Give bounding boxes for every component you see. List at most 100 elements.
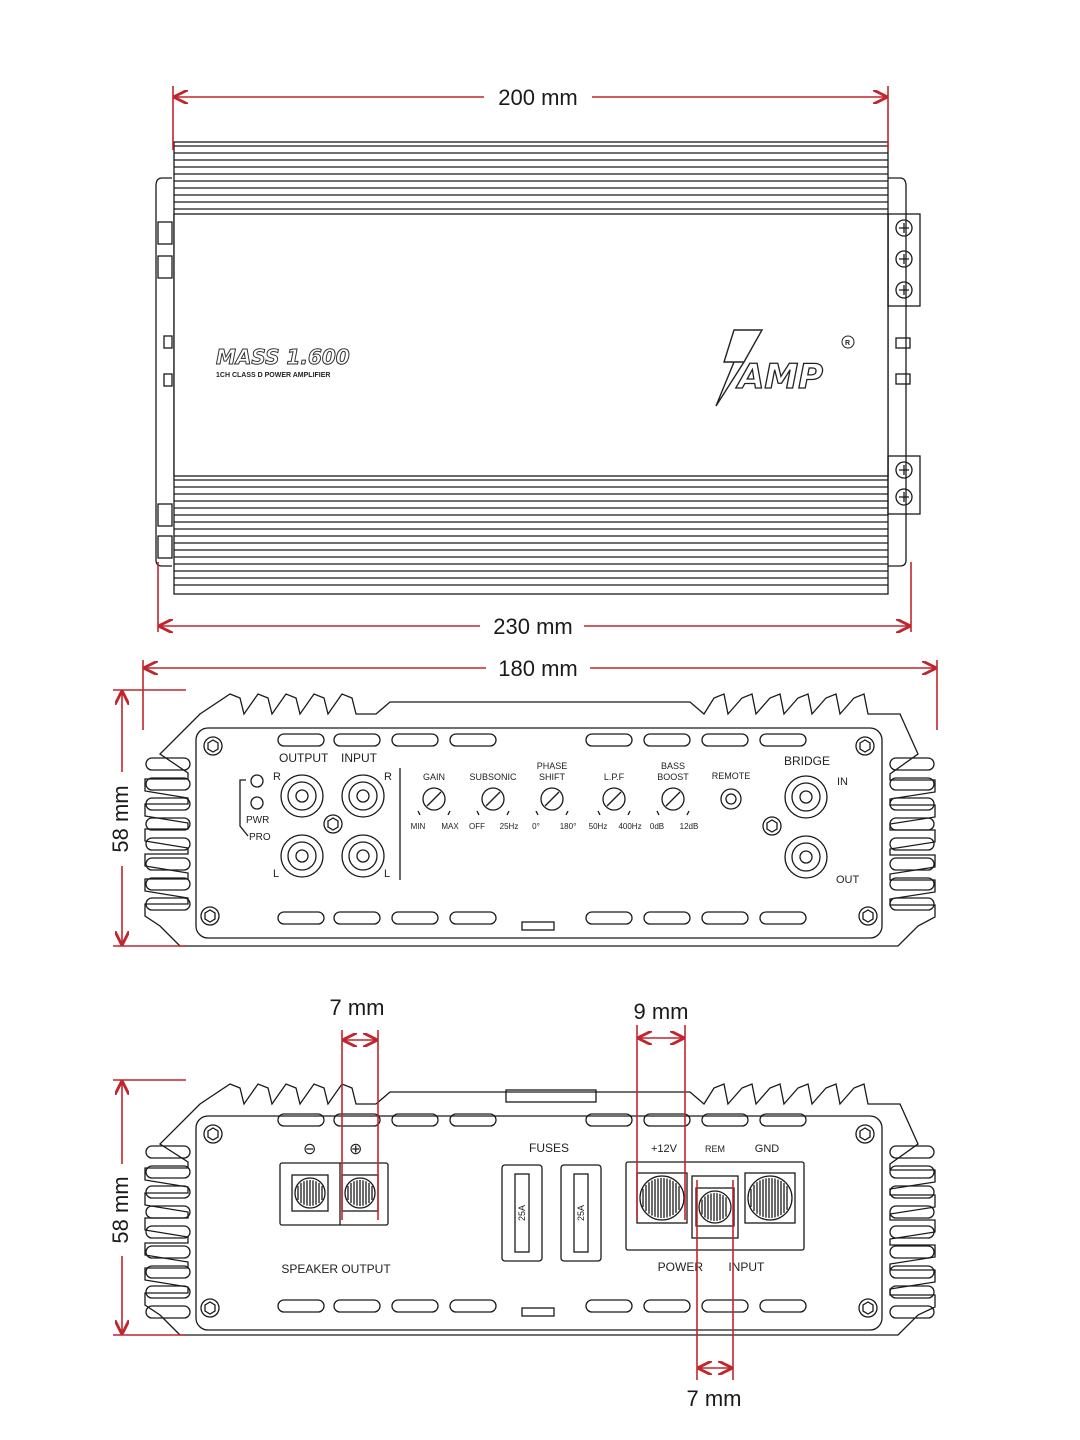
rca-jack-icon	[784, 835, 828, 879]
vent-slot	[333, 911, 381, 925]
knob-label: GAIN	[423, 772, 445, 782]
knob-tick	[627, 810, 631, 816]
dim-front-height: 58 mm	[108, 689, 186, 947]
fuse-rating-1: 25A	[517, 1205, 527, 1221]
remote-label: REMOTE	[712, 771, 751, 781]
vent-slot	[391, 1299, 439, 1313]
power-input-label: POWER INPUT	[658, 1260, 765, 1274]
vent-slot	[449, 1113, 497, 1127]
bridge-label: BRIDGE	[784, 754, 830, 768]
side-fin	[889, 1185, 935, 1199]
rca-jack-pin	[356, 789, 370, 803]
dim-power-terminal-label: 9 mm	[634, 999, 689, 1024]
dim-top-width: 200 mm	[172, 85, 889, 150]
dim-panel-width-label: 180 mm	[498, 656, 577, 681]
knob-pointer	[485, 791, 501, 807]
dim-front-height-label: 58 mm	[108, 785, 133, 852]
plus12v-terminal-icon	[639, 1175, 685, 1221]
pwr-label: PWR	[246, 815, 269, 826]
side-fin	[145, 1205, 191, 1219]
r-label-output: R	[273, 771, 281, 783]
hex-nut-icon	[323, 814, 343, 834]
side-fin	[145, 777, 191, 791]
screw-icon	[895, 488, 913, 506]
vent-slot	[701, 911, 749, 925]
knob-tick	[476, 810, 480, 816]
vent-slot	[585, 1299, 633, 1313]
side-fin	[889, 1205, 935, 1219]
fuses-label: FUSES	[529, 1141, 569, 1155]
vent-slot	[449, 733, 497, 747]
knob-tick	[506, 810, 510, 816]
knob-tick	[447, 810, 451, 816]
gnd-label: GND	[755, 1143, 780, 1155]
side-fin	[145, 797, 191, 811]
hex-icon	[204, 1301, 216, 1315]
speaker-plus-terminal-icon	[344, 1177, 376, 1209]
side-fin	[145, 857, 191, 871]
vent-slot	[333, 1113, 381, 1127]
knob-pointer	[544, 791, 560, 807]
screw-slot	[899, 492, 909, 502]
side-fin	[889, 877, 935, 891]
side-fin	[145, 1245, 191, 1259]
corner-screw-icon	[858, 906, 878, 926]
vent-slot	[759, 733, 807, 747]
rca-jack-icon	[341, 834, 385, 878]
side-fin	[145, 877, 191, 891]
screw-icon	[895, 250, 913, 268]
vent-slot	[277, 733, 325, 747]
rca-jack-ring	[348, 841, 378, 871]
speaker-output-label: SPEAKER OUTPUT	[281, 1262, 391, 1276]
screw-slot	[899, 285, 909, 295]
control-knob-icon	[602, 787, 626, 811]
side-fin	[889, 857, 935, 871]
knob-label: SHIFT	[539, 772, 566, 782]
side-fin	[889, 777, 935, 791]
screw-slot	[899, 223, 909, 233]
side-fin	[145, 757, 191, 771]
side-fin	[145, 1225, 191, 1239]
side-fin	[145, 1305, 191, 1319]
side-fin	[145, 1145, 191, 1159]
hex-icon	[766, 819, 778, 833]
vent-slot	[333, 1299, 381, 1313]
vent-slot	[449, 1299, 497, 1313]
vent-slot	[643, 733, 691, 747]
rca-jack-icon	[280, 834, 324, 878]
vent-slot	[701, 1113, 749, 1127]
rca-jack-icon	[341, 774, 385, 818]
screw-slot	[899, 465, 909, 475]
gnd-terminal-icon	[747, 1175, 793, 1221]
side-fin	[889, 817, 935, 831]
corner-screw-icon	[858, 1298, 878, 1318]
knob-tick	[535, 810, 539, 816]
l-label-input: L	[384, 868, 390, 880]
model-name: MASS 1.600	[216, 345, 350, 369]
knob-tick	[597, 810, 601, 816]
knob-min-label: 0°	[532, 822, 540, 831]
screw-slot	[899, 254, 909, 264]
knob-label: PHASE	[537, 761, 568, 771]
rca-jack-icon	[280, 774, 324, 818]
side-fin	[145, 1265, 191, 1279]
knob-tick	[565, 810, 569, 816]
control-knob-icon	[481, 787, 505, 811]
in-label: IN	[837, 776, 848, 788]
side-fin	[145, 1285, 191, 1299]
side-fin	[145, 1165, 191, 1179]
out-label: OUT	[836, 874, 860, 886]
knob-pointer	[665, 791, 681, 807]
knob-label: L.P.F	[604, 772, 625, 782]
speaker-minus-terminal-icon	[294, 1177, 326, 1209]
side-fin	[889, 1265, 935, 1279]
plus-symbol: ⊕	[349, 1141, 362, 1158]
vent-slot	[585, 911, 633, 925]
plus12v-label: +12V	[651, 1143, 678, 1155]
dim-rear-height: 58 mm	[108, 1079, 186, 1336]
vent-slot	[701, 1299, 749, 1313]
side-fin	[145, 1185, 191, 1199]
side-fin	[889, 1305, 935, 1319]
side-fin	[889, 757, 935, 771]
dim-rem-terminal: 7 mm	[687, 1180, 742, 1411]
